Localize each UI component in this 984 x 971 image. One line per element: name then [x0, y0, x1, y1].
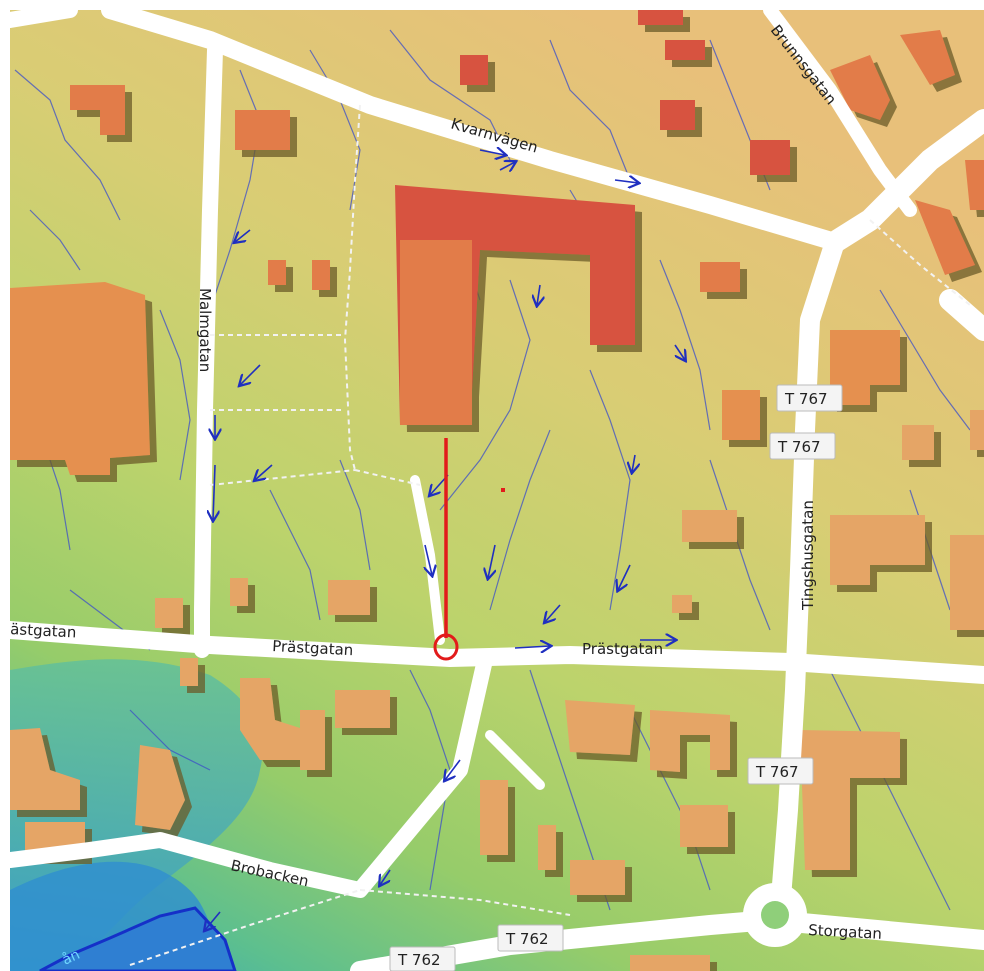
route-shield-t767-b: T 767: [769, 432, 836, 460]
building-m1: [328, 580, 370, 615]
road-nw-link: [10, 10, 78, 28]
outlet-point-marker[interactable]: [433, 633, 459, 661]
route-shield-label: T 762: [505, 930, 549, 948]
building-s3: [300, 710, 325, 770]
building-small-2: [312, 260, 330, 290]
building-sw1: [10, 728, 80, 810]
route-shield-label: T 762: [397, 951, 441, 969]
building-s6: [800, 730, 900, 870]
building-m3: [155, 598, 183, 628]
stream-label: ån: [60, 946, 83, 969]
stream-water: [39, 906, 237, 971]
building-n6: [750, 140, 790, 175]
building-s9: [570, 860, 625, 895]
street-label-tingshusgatan: Tingshusgatan: [799, 500, 817, 611]
building-n1: [235, 110, 290, 150]
route-shield-label: T 767: [784, 390, 828, 408]
building-nw: [70, 85, 125, 135]
route-shield-t762-b: T 762: [389, 946, 456, 971]
road-sidestreet: [485, 730, 545, 790]
road-path: [410, 475, 445, 645]
survey-point-marker[interactable]: [501, 488, 505, 492]
roundabout-island: [761, 901, 789, 929]
building-school-wing: [400, 240, 472, 425]
building-e8: [950, 535, 984, 630]
building-n3: [638, 10, 683, 25]
building-s7: [480, 780, 508, 855]
route-shield-t767-a: T 767: [776, 384, 843, 412]
building-n5: [660, 100, 695, 130]
building-s1: [240, 678, 300, 760]
route-shield-label: T 767: [777, 438, 821, 456]
building-sw4: [630, 955, 710, 971]
building-s10: [680, 805, 728, 847]
map-canvas[interactable]: ån: [10, 10, 984, 971]
building-n2: [460, 55, 488, 85]
building-e7: [830, 515, 925, 585]
building-n4: [665, 40, 705, 60]
street-label-prastgatan-mid: Prästgatan: [272, 637, 354, 659]
street-label-malmgatan: Malmgatan: [196, 288, 214, 372]
building-s4: [565, 700, 635, 755]
road-kvarnvagen: [101, 10, 844, 251]
building-ne2: [900, 30, 955, 85]
building-west-large: [10, 282, 150, 475]
building-s5: [650, 710, 730, 772]
street-label-prastgatan-right: Prästgatan: [582, 640, 663, 658]
building-m2: [230, 578, 248, 606]
route-shield-t762-a: T 762: [497, 924, 564, 952]
street-label-prastgatan-left: ästgatan: [10, 620, 77, 641]
road-prastgatan: [10, 621, 984, 684]
building-e6: [682, 510, 737, 542]
building-e2: [830, 330, 900, 405]
road-brobacken: [10, 652, 493, 898]
building-s8: [538, 825, 556, 870]
roads: [10, 10, 984, 971]
terrain-map[interactable]: ån: [10, 10, 984, 971]
flow-arrows: [205, 150, 685, 930]
building-e4: [902, 425, 934, 460]
footpaths: [129, 104, 971, 966]
building-e5: [970, 410, 984, 450]
buildings: [10, 10, 984, 971]
road-ne: [824, 109, 984, 253]
building-small-1: [268, 260, 286, 285]
building-m4: [672, 595, 692, 613]
building-s2: [335, 690, 390, 728]
road-tingshusgatan: [770, 232, 845, 920]
building-m5: [180, 658, 198, 686]
street-label-storgatan: Storgatan: [808, 921, 883, 943]
building-ne4: [915, 200, 975, 275]
building-sw2: [135, 745, 185, 830]
road-e-link: [939, 289, 984, 341]
building-e3: [722, 390, 760, 440]
road-malmgatan: [194, 42, 223, 658]
building-e1: [700, 262, 740, 292]
route-shield-t767-c: T 767: [747, 757, 814, 785]
route-shield-label: T 767: [755, 763, 799, 781]
building-ne3: [965, 160, 984, 210]
building-ne1: [830, 55, 890, 120]
